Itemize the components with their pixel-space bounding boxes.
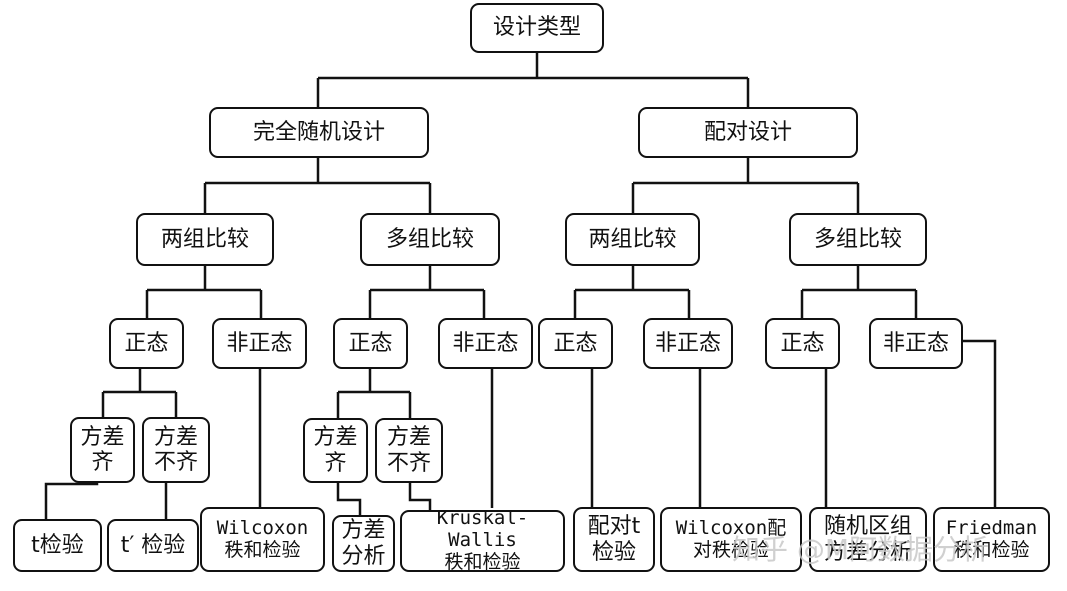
leaf-label: 随机区组 方差分析 xyxy=(823,514,912,565)
node-label: 方差 齐 xyxy=(313,425,358,476)
node-paired-design: 配对设计 xyxy=(638,107,858,158)
leaf-wilcoxon-signed-rank: Wilcoxon配 对秩检验 xyxy=(660,507,802,572)
leaf-friedman: Friedman 秩和检验 xyxy=(933,507,1050,572)
watermark-text: 知乎 @M阿数据分析 xyxy=(732,533,990,566)
connector-l4-3 xyxy=(336,482,362,516)
node-unequal-variance-1: 方差 不齐 xyxy=(142,417,210,483)
node-normal-4: 正态 xyxy=(765,318,840,369)
node-label: 非正态 xyxy=(882,330,949,356)
leaf-wilcoxon-rank-sum: Wilcoxon 秩和检验 xyxy=(200,507,325,572)
node-label: 两组比较 xyxy=(588,226,677,252)
connector-l4-4 xyxy=(408,482,432,512)
node-equal-variance-2: 方差 齐 xyxy=(303,418,368,483)
connector-l2-2 xyxy=(368,265,486,318)
node-non-normal-4: 非正态 xyxy=(869,318,963,369)
node-two-group-1: 两组比较 xyxy=(136,213,274,266)
zhihu-watermark: 知乎 @M阿数据分析 xyxy=(732,528,1052,572)
node-label: 配对设计 xyxy=(703,119,792,145)
node-normal-3: 正态 xyxy=(538,318,613,369)
connector-l3-3 xyxy=(336,368,412,420)
leaf-label: Kruskal-Wallis 秩和检验 xyxy=(436,507,529,573)
node-two-group-2: 两组比较 xyxy=(565,213,700,266)
node-label: 两组比较 xyxy=(160,226,249,252)
connector-l2-3 xyxy=(573,265,691,318)
connector-l4-1 xyxy=(44,482,99,520)
leaf-label: t′ 检验 xyxy=(120,532,186,558)
leaf-t-test: t检验 xyxy=(13,519,102,572)
node-non-normal-1: 非正态 xyxy=(212,318,307,369)
leaf-label: Wilcoxon 秩和检验 xyxy=(216,516,309,561)
connector-l1-right xyxy=(631,157,860,213)
node-non-normal-3: 非正态 xyxy=(643,318,733,369)
leaf-anova: 方差 分析 xyxy=(332,515,395,572)
connector-root xyxy=(316,52,750,107)
node-label: 正态 xyxy=(553,330,598,356)
node-normal-2: 正态 xyxy=(333,318,408,369)
node-label: 非正态 xyxy=(452,330,519,356)
connector-l3-8 xyxy=(962,339,997,508)
connector-l1-left xyxy=(203,157,432,213)
leaf-label: t检验 xyxy=(31,532,84,558)
node-normal-1: 正态 xyxy=(109,318,184,369)
leaf-label: Wilcoxon配 对秩检验 xyxy=(675,516,787,561)
node-non-normal-2: 非正态 xyxy=(438,318,533,369)
root-label: 设计类型 xyxy=(492,15,581,41)
leaf-kruskal-wallis: Kruskal-Wallis 秩和检验 xyxy=(400,507,565,573)
node-label: 正态 xyxy=(124,330,169,356)
connector-l2-1 xyxy=(145,265,263,318)
leaf-label: Friedman 秩和检验 xyxy=(945,516,1038,561)
leaf-paired-t-test: 配对t 检验 xyxy=(573,507,655,572)
node-equal-variance-1: 方差 齐 xyxy=(70,417,135,483)
node-multi-group-1: 多组比较 xyxy=(360,213,500,266)
node-label: 非正态 xyxy=(654,330,721,356)
node-completely-random-design: 完全随机设计 xyxy=(209,107,429,158)
node-unequal-variance-2: 方差 不齐 xyxy=(375,418,443,483)
node-label: 非正态 xyxy=(226,330,293,356)
node-label: 正态 xyxy=(780,330,825,356)
leaf-label: 配对t 检验 xyxy=(587,514,641,565)
leaf-t-prime-test: t′ 检验 xyxy=(107,519,199,572)
node-label: 方差 不齐 xyxy=(153,424,198,475)
leaf-label: 方差 分析 xyxy=(341,518,386,569)
node-label: 方差 不齐 xyxy=(386,425,431,476)
node-label: 多组比较 xyxy=(385,226,474,252)
node-multi-group-2: 多组比较 xyxy=(789,213,927,266)
node-label: 多组比较 xyxy=(813,226,902,252)
leaf-randomized-block-anova: 随机区组 方差分析 xyxy=(809,507,927,572)
node-label: 完全随机设计 xyxy=(252,119,385,145)
node-label: 正态 xyxy=(348,330,393,356)
connector-l2-4 xyxy=(800,265,918,318)
connector-l3-1 xyxy=(101,368,178,417)
root-node: 设计类型 xyxy=(470,3,604,53)
node-label: 方差 齐 xyxy=(80,424,125,475)
